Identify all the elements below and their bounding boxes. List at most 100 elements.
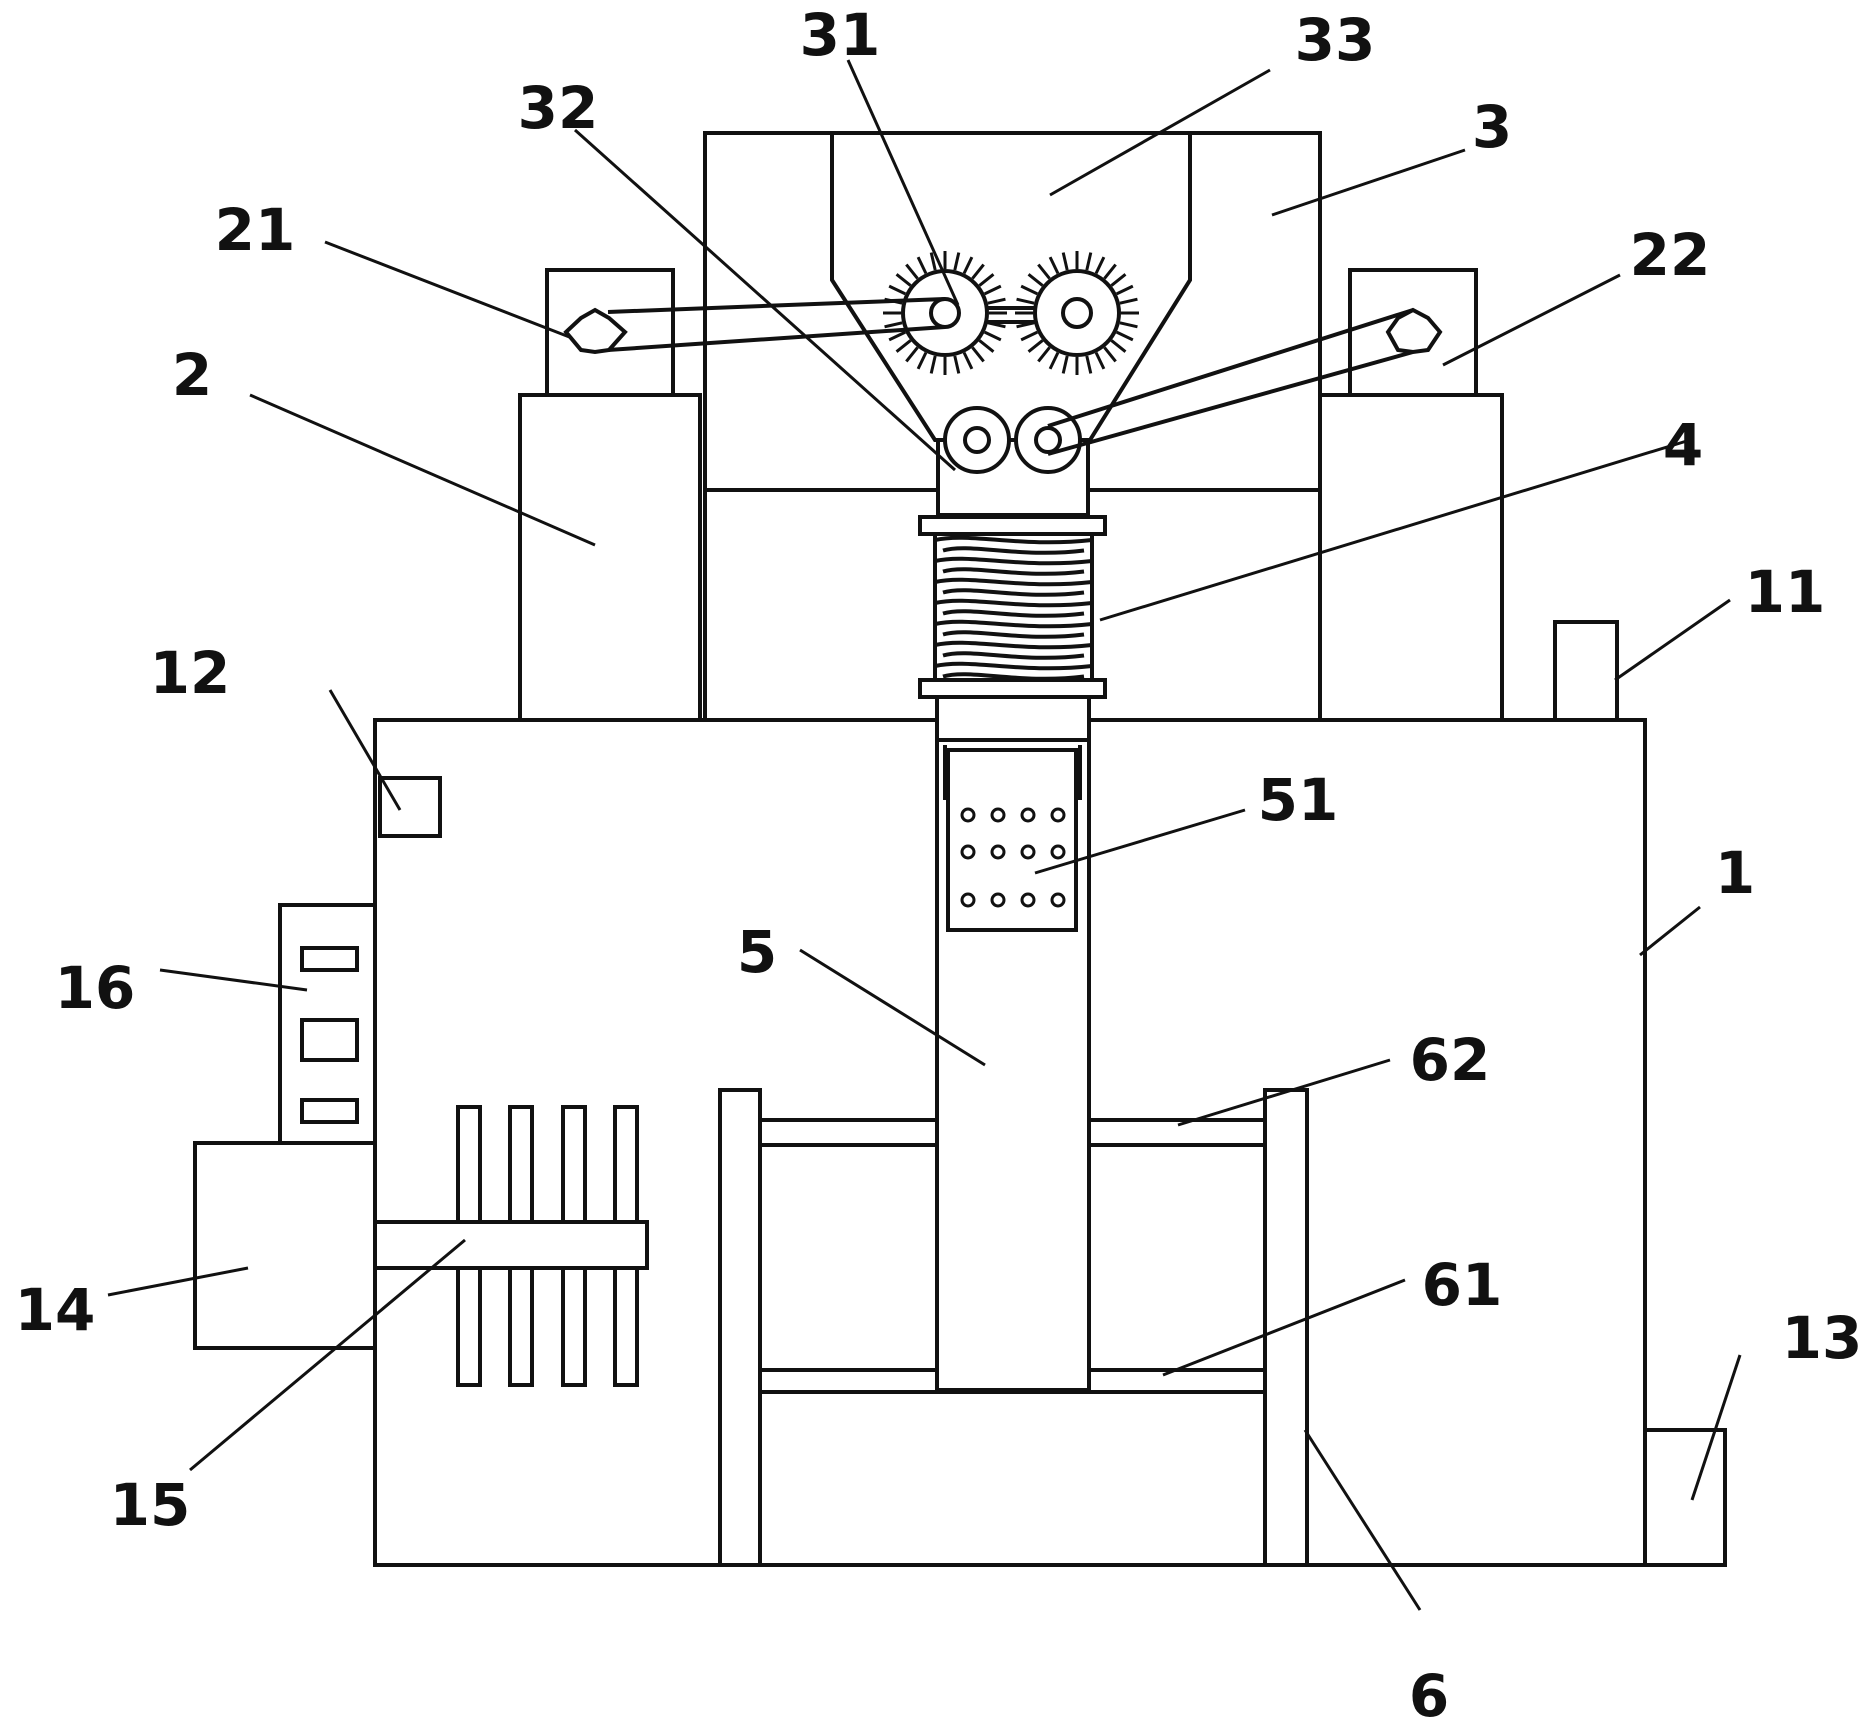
screen-hole bbox=[960, 844, 976, 860]
upper-rail-right bbox=[1087, 1118, 1267, 1147]
label-4: 4 bbox=[1663, 411, 1703, 479]
lower-rail-left bbox=[758, 1368, 939, 1394]
gear-tooth bbox=[884, 321, 903, 329]
label-16: 16 bbox=[55, 954, 136, 1022]
gear-tooth bbox=[1110, 339, 1127, 353]
gear-tooth bbox=[929, 355, 937, 374]
callout-labels: 1 2 3 4 5 6 11 12 13 14 15 16 21 22 31 3… bbox=[15, 1, 1863, 1729]
leader-lines bbox=[107, 59, 1742, 1611]
top-right-box bbox=[1553, 620, 1619, 722]
gear-tooth bbox=[1115, 330, 1134, 342]
spring-coil bbox=[942, 630, 1085, 639]
spring-coil bbox=[934, 619, 1093, 629]
label-11: 11 bbox=[1745, 558, 1826, 626]
upper-rail-left bbox=[758, 1118, 939, 1147]
frame-post-left bbox=[718, 1088, 762, 1567]
label-3: 3 bbox=[1472, 93, 1512, 161]
screen-hole bbox=[1050, 807, 1066, 823]
gear-tooth bbox=[987, 297, 1006, 305]
label-33: 33 bbox=[1295, 6, 1376, 74]
gear-tooth bbox=[905, 346, 919, 363]
gear-tooth bbox=[1027, 339, 1044, 353]
gear-tooth bbox=[1037, 346, 1051, 363]
spring-top-flange bbox=[918, 515, 1107, 536]
label-31: 31 bbox=[800, 1, 881, 69]
gear-tooth bbox=[1103, 346, 1117, 363]
screen-hole bbox=[1050, 844, 1066, 860]
screen-hole bbox=[990, 807, 1006, 823]
label-15: 15 bbox=[110, 1471, 191, 1539]
gear-tooth bbox=[1048, 351, 1060, 370]
blade-upper bbox=[561, 1105, 587, 1224]
gear-tooth bbox=[929, 252, 937, 271]
gear-tooth bbox=[888, 284, 907, 296]
spring-coil bbox=[934, 577, 1093, 587]
screen-hole bbox=[990, 892, 1006, 908]
screen-hole bbox=[1020, 892, 1036, 908]
crushing-gear-right bbox=[1015, 251, 1139, 375]
blade-upper bbox=[613, 1105, 639, 1224]
gear-tooth bbox=[953, 252, 961, 271]
gear-tooth bbox=[895, 273, 912, 287]
label-62: 62 bbox=[1410, 1026, 1491, 1094]
screen-hole bbox=[960, 892, 976, 908]
blade-upper bbox=[508, 1105, 534, 1224]
gear-tooth bbox=[978, 273, 995, 287]
label-32: 32 bbox=[518, 74, 599, 142]
spring-coil bbox=[934, 556, 1093, 566]
gear-tooth bbox=[978, 339, 995, 353]
gear-tooth bbox=[1020, 330, 1039, 342]
gear-tooth bbox=[1027, 273, 1044, 287]
screen-hole bbox=[990, 844, 1006, 860]
spring bbox=[933, 535, 1094, 681]
blade-lower bbox=[613, 1266, 639, 1387]
spring-coil bbox=[942, 546, 1085, 555]
label-22: 22 bbox=[1630, 221, 1711, 289]
crusher-housing bbox=[703, 131, 1322, 722]
label-2: 2 bbox=[172, 341, 212, 409]
spring-coil bbox=[942, 567, 1085, 576]
gear-tooth bbox=[983, 330, 1002, 342]
label-12: 12 bbox=[150, 639, 231, 707]
lower-rail-right bbox=[1087, 1368, 1267, 1394]
screen-hole bbox=[960, 807, 976, 823]
label-14: 14 bbox=[15, 1276, 96, 1344]
left-side-block bbox=[518, 393, 702, 722]
spring-coil bbox=[934, 535, 1093, 545]
screen-plate bbox=[946, 748, 1078, 932]
gear-tooth bbox=[1094, 351, 1106, 370]
left-motor bbox=[193, 1141, 377, 1350]
gear-tooth bbox=[1103, 263, 1117, 280]
spring-coil bbox=[942, 609, 1085, 618]
label-5: 5 bbox=[737, 918, 777, 986]
control-box bbox=[378, 776, 442, 838]
blade-lower bbox=[456, 1266, 482, 1387]
fine-roller-left bbox=[943, 406, 1011, 474]
gear-tooth bbox=[1094, 256, 1106, 275]
gear-tooth bbox=[916, 256, 928, 275]
label-51: 51 bbox=[1258, 766, 1339, 834]
spring-coil bbox=[942, 588, 1085, 597]
outlet-box bbox=[1643, 1428, 1727, 1567]
label-61: 61 bbox=[1422, 1251, 1503, 1319]
gear-tooth bbox=[1119, 297, 1138, 305]
right-belt-drive bbox=[1047, 307, 1443, 456]
panel-slot-3 bbox=[300, 1098, 359, 1124]
gear-tooth bbox=[953, 355, 961, 374]
spring-coil bbox=[934, 661, 1093, 671]
gear-tooth bbox=[1115, 284, 1134, 296]
gear-tooth bbox=[916, 351, 928, 370]
gear-tooth bbox=[905, 263, 919, 280]
gear-tooth bbox=[888, 330, 907, 342]
gear-tooth bbox=[971, 263, 985, 280]
panel-slot-2 bbox=[300, 1018, 359, 1062]
gear-tooth bbox=[1061, 355, 1069, 374]
stirring-blades bbox=[456, 1105, 639, 1387]
spring-coil bbox=[942, 672, 1085, 681]
gear-tooth bbox=[1085, 252, 1093, 271]
gear-tooth bbox=[1119, 321, 1138, 329]
gear-tooth bbox=[895, 339, 912, 353]
gear-tooth bbox=[1048, 256, 1060, 275]
gear-tooth bbox=[1110, 273, 1127, 287]
